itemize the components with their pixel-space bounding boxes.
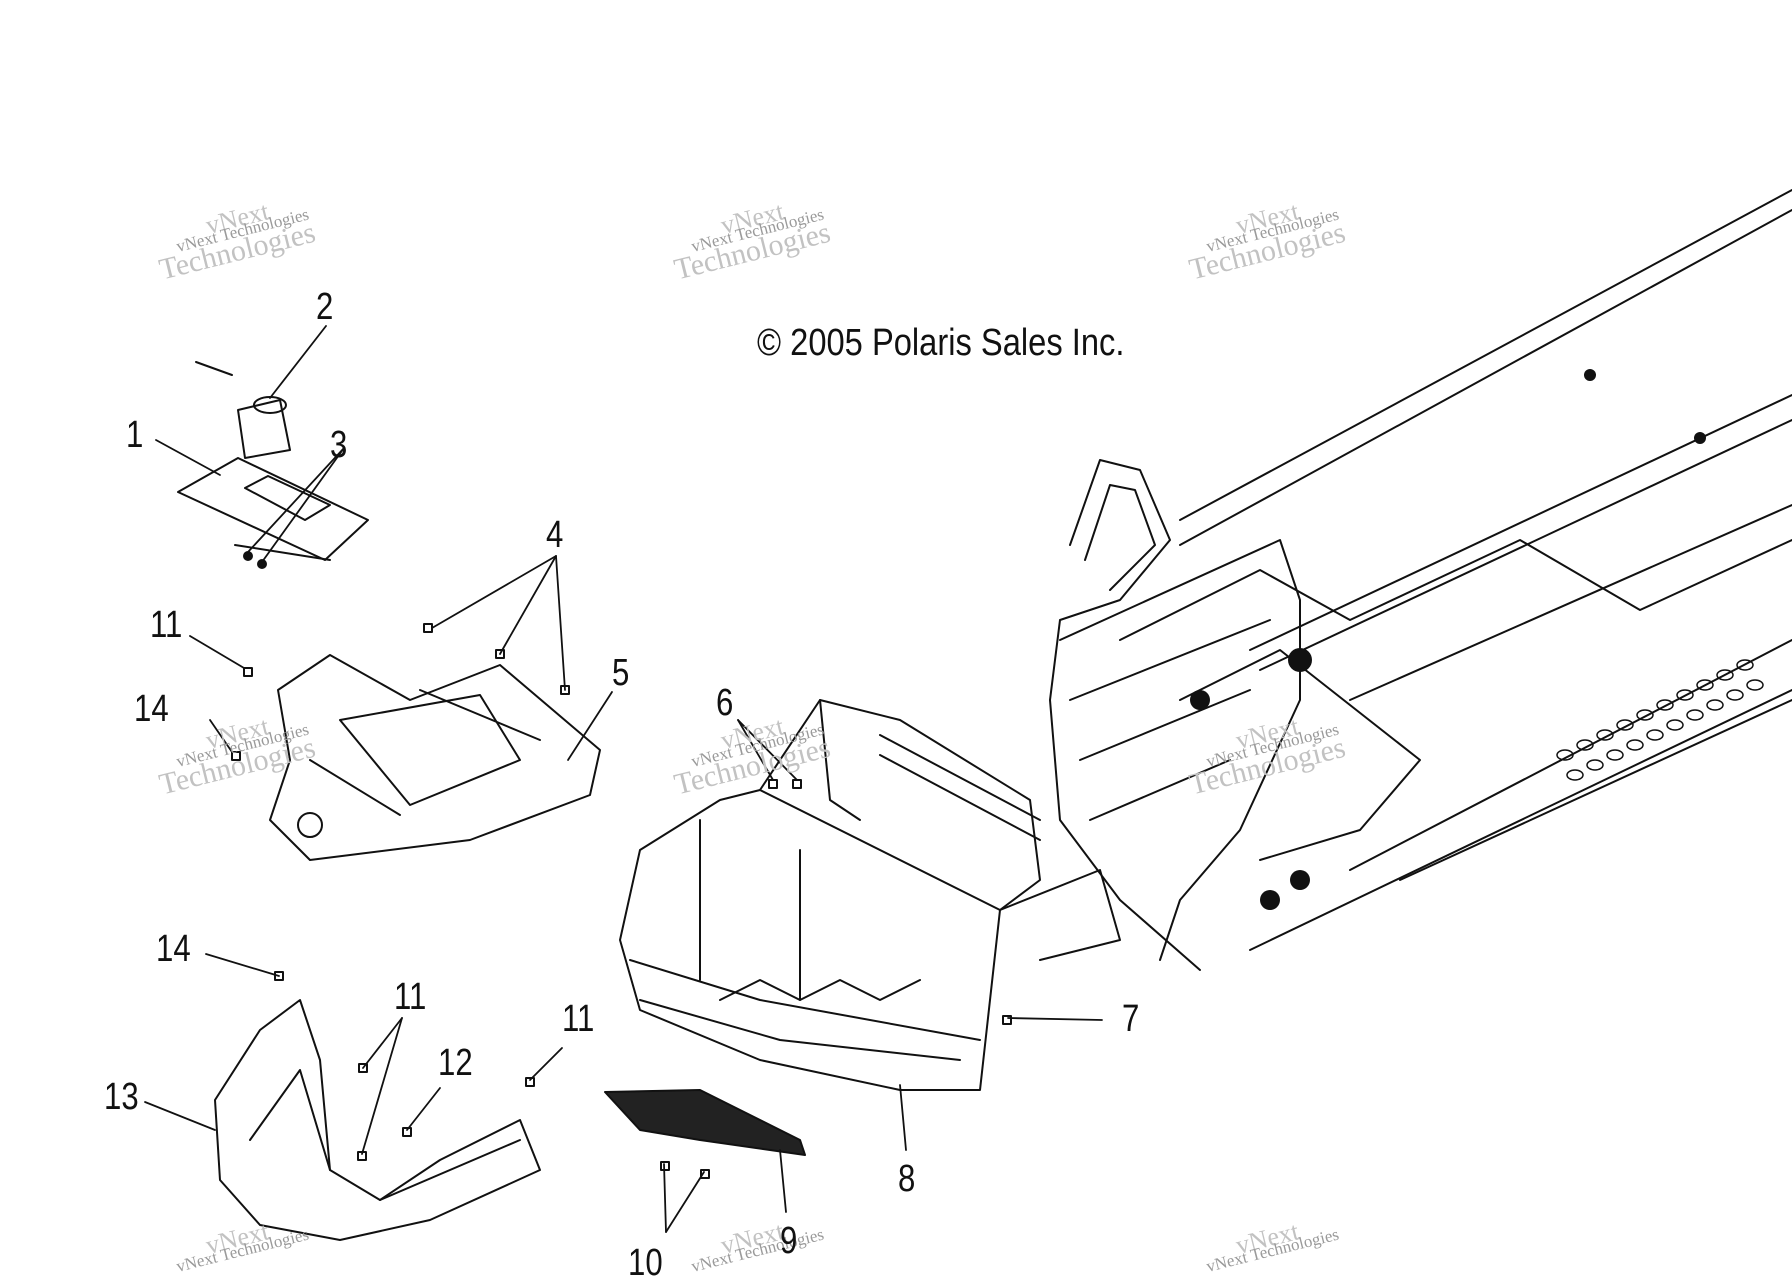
callout-9: 9: [780, 1220, 798, 1262]
callout-14: 14: [156, 928, 191, 970]
part-3-fasteners: [243, 551, 267, 569]
part-5-belly-pan: [269, 654, 601, 861]
part-13-nose: [214, 999, 541, 1241]
callout-6: 6: [716, 682, 734, 724]
foot-rest-vents: [1556, 659, 1764, 781]
callout-11: 11: [150, 604, 183, 646]
callout-4: 4: [546, 514, 564, 556]
callout-5: 5: [612, 652, 630, 694]
tunnel-frame: [1049, 189, 1792, 971]
front-chassis-8: [619, 699, 1121, 1091]
callout-12: 12: [438, 1042, 473, 1084]
part-2-latch: [195, 361, 291, 459]
tunnel-rivets: [1190, 369, 1706, 910]
callout-7: 7: [1122, 998, 1140, 1040]
copyright-text: © 2005 Polaris Sales Inc.: [757, 322, 1125, 364]
callout-13: 13: [104, 1076, 139, 1118]
callout-2: 2: [316, 286, 334, 328]
callout-14: 14: [134, 688, 169, 730]
part-9-skid: [604, 1089, 806, 1156]
callout-3: 3: [330, 424, 348, 466]
leader-lines: [144, 325, 1103, 1233]
callout-10: 10: [628, 1242, 663, 1284]
callout-11: 11: [394, 976, 427, 1018]
part-1-panel: [177, 457, 369, 561]
callout-8: 8: [898, 1158, 916, 1200]
callout-11: 11: [562, 998, 595, 1040]
callout-1: 1: [126, 414, 144, 456]
